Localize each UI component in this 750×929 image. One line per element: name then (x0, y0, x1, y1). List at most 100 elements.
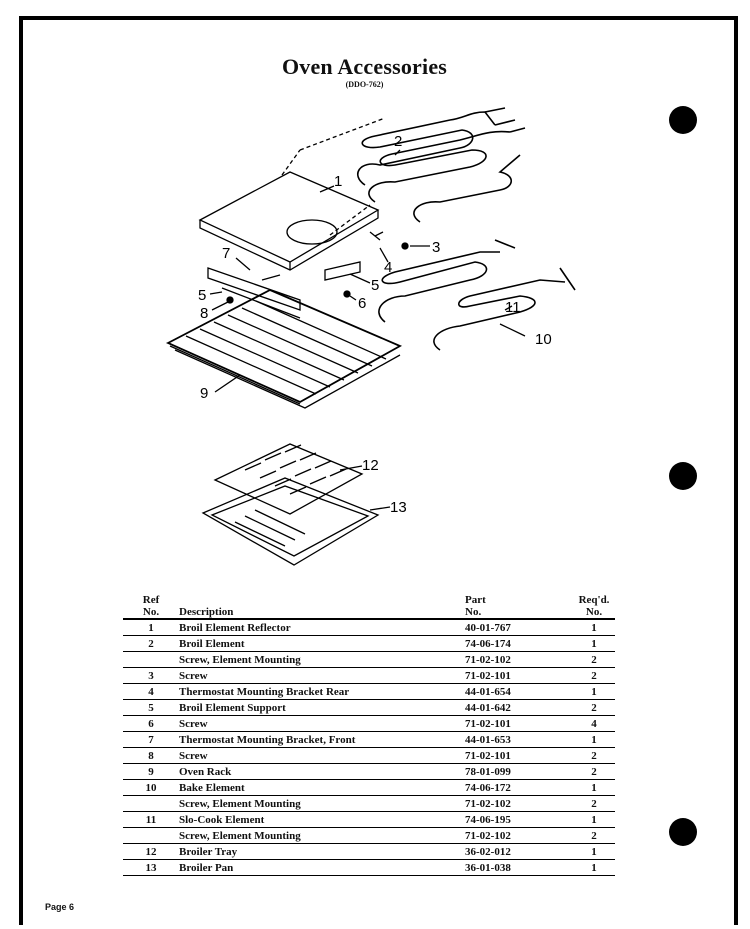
qty-cell: 2 (573, 747, 615, 764)
broil-element (357, 107, 526, 223)
broiler-pan (201, 477, 380, 566)
broiler-tray (213, 443, 364, 515)
description-cell: Screw (179, 715, 465, 732)
ref-cell: 5 (123, 699, 179, 716)
table-header-row: Ref No. Description Part No. Req'd. No. (123, 592, 615, 620)
ref-cell: 1 (123, 619, 179, 636)
ref-cell: 13 (123, 859, 179, 876)
ref-cell: 4 (123, 683, 179, 700)
callout-1: 1 (334, 173, 342, 190)
model-number: (DDO-762) (345, 80, 384, 89)
broil-element-support (324, 261, 361, 281)
qty-cell: 2 (573, 651, 615, 668)
thermostat-bracket-rear (369, 231, 384, 241)
page-number: Page 6 (45, 902, 75, 912)
parts-list-table: Ref No. Description Part No. Req'd. No. … (123, 592, 615, 876)
part-cell: 44-01-642 (465, 699, 573, 716)
description-cell: Screw (179, 747, 465, 764)
page-title: Oven Accessories (281, 54, 448, 79)
description-cell: Screw, Element Mounting (179, 827, 465, 844)
page-frame (19, 16, 738, 925)
part-cell: 40-01-767 (465, 619, 573, 636)
qty-cell: 1 (573, 859, 615, 876)
binder-hole-top (669, 106, 697, 134)
ref-cell: 10 (123, 779, 179, 796)
qty-cell: 2 (573, 699, 615, 716)
part-cell: 36-01-038 (465, 859, 573, 876)
callout-13: 13 (390, 499, 407, 516)
callout-5-right: 5 (371, 277, 379, 294)
bake-element (378, 239, 576, 351)
screw-6 (343, 290, 351, 298)
ref-cell: 7 (123, 731, 179, 748)
qty-cell: 2 (573, 795, 615, 812)
qty-cell: 1 (573, 683, 615, 700)
part-cell: 71-02-102 (465, 651, 573, 668)
ref-cell: 2 (123, 635, 179, 652)
qty-cell: 2 (573, 827, 615, 844)
description-cell: Screw (179, 667, 465, 684)
part-cell: 78-01-099 (465, 763, 573, 780)
part-cell: 74-06-174 (465, 635, 573, 652)
description-cell: Slo-Cook Element (179, 811, 465, 828)
header-qty: Req'd. No. (573, 592, 615, 620)
description-cell: Oven Rack (179, 763, 465, 780)
callout-10: 10 (535, 331, 552, 348)
description-cell: Broil Element Reflector (179, 619, 465, 636)
qty-cell: 1 (573, 731, 615, 748)
description-cell: Broil Element Support (179, 699, 465, 716)
screw-8 (226, 296, 234, 304)
part-cell: 36-02-012 (465, 843, 573, 860)
description-cell: Broil Element (179, 635, 465, 652)
callout-12: 12 (362, 457, 379, 474)
description-cell: Thermostat Mounting Bracket Rear (179, 683, 465, 700)
part-cell: 71-02-102 (465, 795, 573, 812)
description-cell: Broiler Pan (179, 859, 465, 876)
part-cell: 71-02-101 (465, 715, 573, 732)
description-cell: Screw, Element Mounting (179, 651, 465, 668)
callout-8: 8 (200, 305, 208, 322)
ref-cell (123, 827, 179, 844)
oven-rack (165, 289, 403, 409)
thermostat-bracket-front (207, 267, 301, 311)
ref-cell: 8 (123, 747, 179, 764)
header-part: Part No. (465, 592, 573, 620)
binder-hole-middle (669, 462, 697, 490)
ref-cell (123, 795, 179, 812)
callout-6: 6 (358, 295, 366, 312)
screw-3 (401, 242, 409, 250)
ref-cell: 3 (123, 667, 179, 684)
qty-cell: 2 (573, 667, 615, 684)
part-cell: 71-02-102 (465, 827, 573, 844)
description-cell: Thermostat Mounting Bracket, Front (179, 731, 465, 748)
ref-cell: 9 (123, 763, 179, 780)
header-ref: Ref No. (123, 592, 179, 620)
callout-4: 4 (384, 259, 392, 276)
ref-cell: 11 (123, 811, 179, 828)
ref-cell (123, 651, 179, 668)
qty-cell: 1 (573, 779, 615, 796)
exploded-parts-diagram: 1 2 3 4 5 5 6 7 8 9 10 11 12 13 (165, 107, 576, 566)
ref-cell: 6 (123, 715, 179, 732)
callout-5-left: 5 (198, 287, 206, 304)
description-cell: Broiler Tray (179, 843, 465, 860)
description-cell: Bake Element (179, 779, 465, 796)
callout-11: 11 (505, 299, 521, 316)
callout-3: 3 (432, 239, 440, 256)
callout-7: 7 (222, 245, 230, 262)
header-description: Description (179, 592, 465, 620)
ref-cell: 12 (123, 843, 179, 860)
qty-cell: 2 (573, 763, 615, 780)
